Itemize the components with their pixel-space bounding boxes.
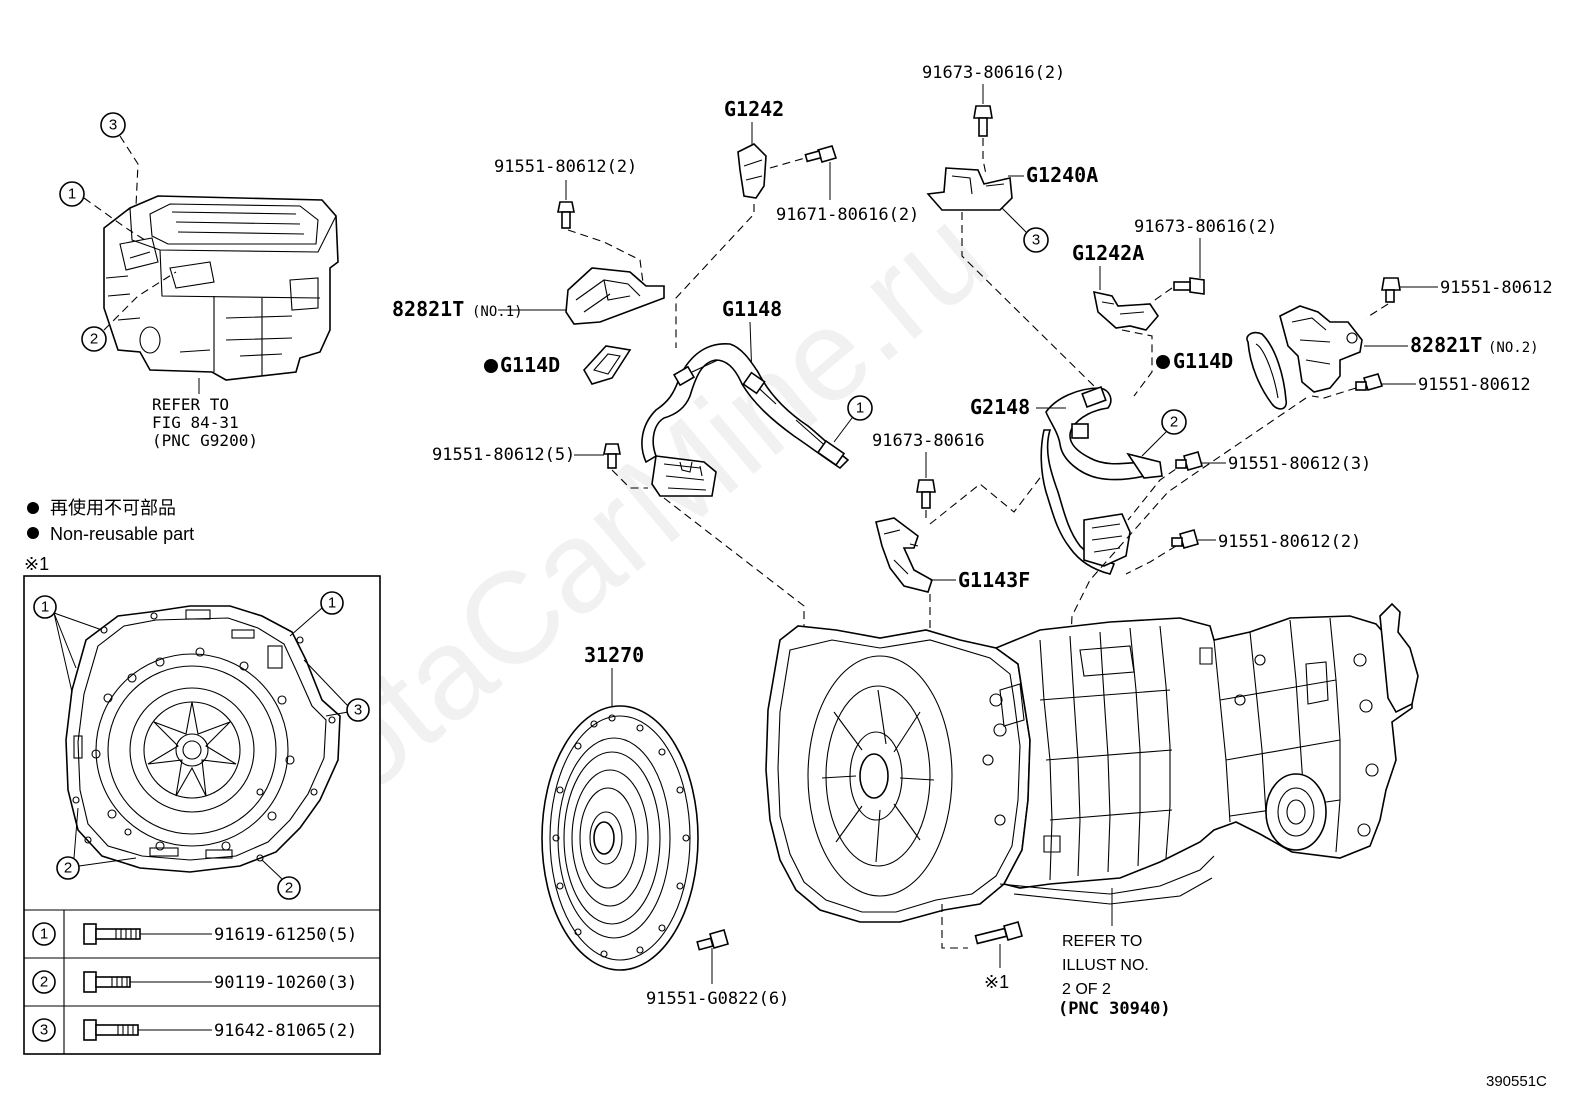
- table-row-2-part: 90119-10260(3): [214, 973, 357, 993]
- figure-code: 390551C: [1486, 1073, 1547, 1090]
- note-mark-box: ※1: [24, 554, 49, 574]
- torque-converter-31270: [541, 705, 699, 971]
- label-91551-g0822-6: 91551-G0822(6): [646, 989, 789, 1009]
- callout-3-box: 3: [354, 702, 362, 719]
- gasket-g114d-left: [583, 345, 632, 385]
- refer-illust-line2: ILLUST NO.: [1062, 957, 1149, 974]
- transmission-assembly: [765, 602, 1419, 923]
- label-g1143f: G1143F: [958, 568, 1030, 592]
- bolt-91671-80616-2: [804, 145, 838, 163]
- harness-g2148: [1040, 385, 1163, 575]
- label-91673-80616-2-right: 91673-80616(2): [1134, 217, 1277, 237]
- callout-1-box-left: 1: [41, 599, 49, 616]
- label-g2148: G2148: [970, 395, 1030, 419]
- non-reusable-mark-g114d-right: [1156, 355, 1170, 369]
- refer-inverter-line1: REFER TO: [152, 395, 229, 414]
- harness-g1148: [641, 343, 850, 497]
- label-g1148: G1148: [722, 297, 782, 321]
- bracket-82821t-no1: [565, 267, 665, 325]
- callout-2-box-left: 2: [64, 860, 72, 877]
- gasket-g114d-right: [1246, 331, 1288, 410]
- refer-inverter-line2: FIG 84-31: [152, 413, 239, 432]
- label-g114d-left: G114D: [500, 353, 560, 377]
- table-row-2-num: 2: [40, 974, 48, 991]
- label-91551-80612-3: 91551-80612(3): [1228, 454, 1371, 474]
- bolt-91551-80612-right-top: [1381, 277, 1401, 303]
- refer-inverter-line3: (PNC G9200): [152, 431, 258, 450]
- bolt-icon-row1: [83, 923, 141, 945]
- label-91673-80616-2-top: 91673-80616(2): [922, 63, 1065, 83]
- bolt-icon-row2: [83, 971, 131, 993]
- bracket-82821t-no2: [1279, 305, 1363, 393]
- flexplate-holes: [552, 714, 690, 958]
- label-91673-80616-center: 91673-80616: [872, 431, 985, 451]
- callout-2-box-right: 2: [285, 880, 293, 897]
- label-82821t-no2: 82821T: [1410, 333, 1482, 357]
- non-reusable-mark-g114d-left: [484, 359, 498, 373]
- refer-illust-line4: (PNC 30940): [1058, 999, 1171, 1019]
- label-no2: (NO.2): [1488, 340, 1539, 356]
- label-91551-80612-2-left: 91551-80612(2): [494, 157, 637, 177]
- bolt-91673-80616-center: [916, 479, 936, 509]
- label-no1: (NO.1): [472, 304, 523, 320]
- non-reusable-bullet-en: [27, 527, 39, 539]
- label-g1242a: G1242A: [1072, 241, 1144, 265]
- label-g1240a: G1240A: [1026, 163, 1098, 187]
- callout-1-g1148: 1: [856, 400, 864, 417]
- bolt-91551-80612-right-mid: [1355, 373, 1384, 391]
- bolt-91673-80616-2-right: [1173, 277, 1205, 295]
- label-91551-80612-5: 91551-80612(5): [432, 445, 575, 465]
- label-82821t-no1: 82821T: [392, 297, 464, 321]
- bolt-91673-80616-2-top: [973, 105, 993, 137]
- bolt-detail-box: 1 1 3 2 2 1 91619-61250(5) 2: [23, 575, 381, 1055]
- table-row-1-num: 1: [40, 926, 48, 943]
- callout-3-inverter: 3: [109, 117, 117, 134]
- callout-1-box-right: 1: [328, 595, 336, 612]
- label-91551-80612-right-mid: 91551-80612: [1418, 375, 1531, 395]
- bracket-g1240a: [926, 167, 1013, 211]
- callout-2-g2148: 2: [1170, 414, 1178, 431]
- note-mark-bolt: ※1: [984, 972, 1009, 992]
- label-91551-80612-2-right: 91551-80612(2): [1218, 532, 1361, 552]
- bolt-91551-g0822-6: [696, 929, 729, 951]
- label-91551-80612-right-top: 91551-80612: [1440, 278, 1553, 298]
- bolt-91551-80612-3: [1175, 451, 1203, 471]
- label-31270: 31270: [584, 643, 644, 667]
- table-row-3-part: 91642-81065(2): [214, 1021, 357, 1041]
- label-91671-80616-2: 91671-80616(2): [776, 205, 919, 225]
- bracket-g1143f: [875, 517, 933, 593]
- legend-jp: 再使用不可部品: [50, 498, 176, 518]
- inverter-assembly: [103, 195, 339, 381]
- bracket-g1242: [737, 143, 767, 199]
- callout-1-inverter: 1: [68, 186, 76, 203]
- callout-3-g1240a: 3: [1032, 232, 1040, 249]
- bolt-91551-80612-2-left: [557, 201, 575, 229]
- label-g1242: G1242: [724, 97, 784, 121]
- bolt-note-1: [974, 921, 1023, 945]
- refer-illust-line1: REFER TO: [1062, 933, 1142, 950]
- table-row-1-part: 91619-61250(5): [214, 925, 357, 945]
- refer-illust-line3: 2 OF 2: [1062, 981, 1111, 998]
- bolt-91551-80612-5: [603, 443, 621, 469]
- table-row-3-num: 3: [40, 1022, 48, 1039]
- legend-en: Non-reusable part: [50, 524, 194, 544]
- non-reusable-bullet-jp: [27, 502, 39, 514]
- bracket-g1242a: [1092, 290, 1160, 331]
- bolt-91551-80612-2-right: [1171, 529, 1199, 549]
- callout-2-inverter: 2: [90, 331, 98, 348]
- label-g114d-right: G114D: [1173, 349, 1233, 373]
